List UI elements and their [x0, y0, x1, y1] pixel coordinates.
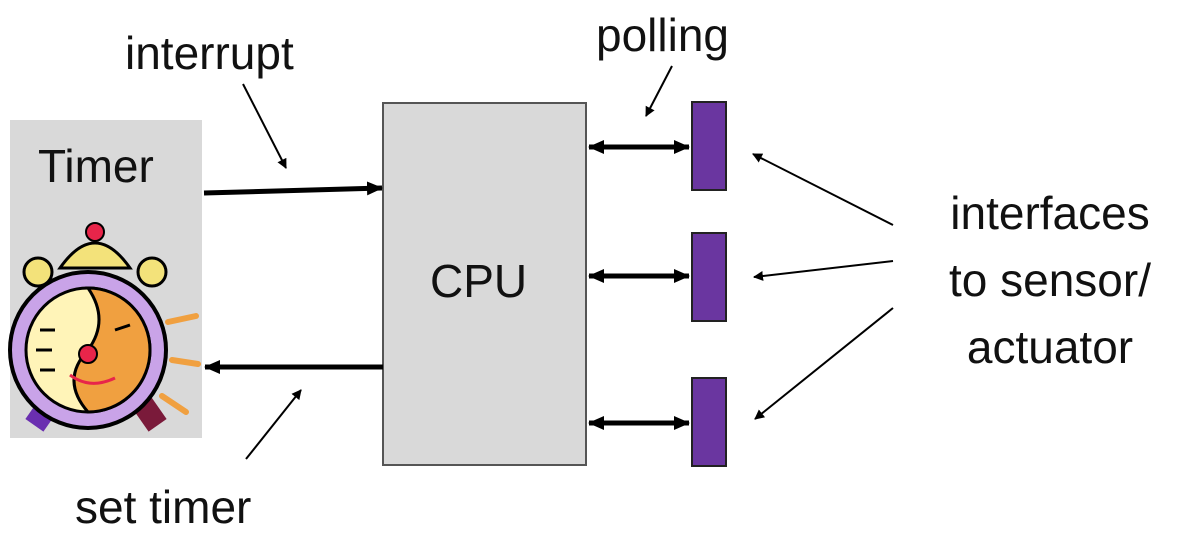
polling-label: polling — [596, 9, 729, 61]
interrupt-arrow — [203, 181, 383, 196]
interrupt-pointer — [242, 83, 287, 169]
interfaces-label: interfaces to sensor/ actuator — [930, 180, 1170, 381]
cpu-box — [382, 102, 587, 466]
cpu-label: CPU — [430, 255, 528, 307]
timer-label: Timer — [38, 140, 154, 192]
set-timer-pointer — [245, 389, 302, 460]
interface-block-1 — [691, 101, 727, 191]
interface-block-2 — [691, 232, 727, 322]
interfaces-pointer-3 — [754, 307, 894, 420]
polling-pointer — [645, 65, 673, 117]
interfaces-pointer-1 — [752, 153, 894, 226]
set-timer-label: set timer — [75, 481, 252, 533]
interfaces-pointer-2 — [753, 260, 894, 281]
interfaces-label-line: to sensor/ — [949, 254, 1151, 306]
interface-block-3 — [691, 377, 727, 467]
alarm-clock-icon — [8, 222, 201, 432]
interrupt-label: interrupt — [125, 27, 294, 79]
interfaces-label-line: interfaces — [950, 187, 1150, 239]
interfaces-label-line: actuator — [966, 321, 1134, 373]
